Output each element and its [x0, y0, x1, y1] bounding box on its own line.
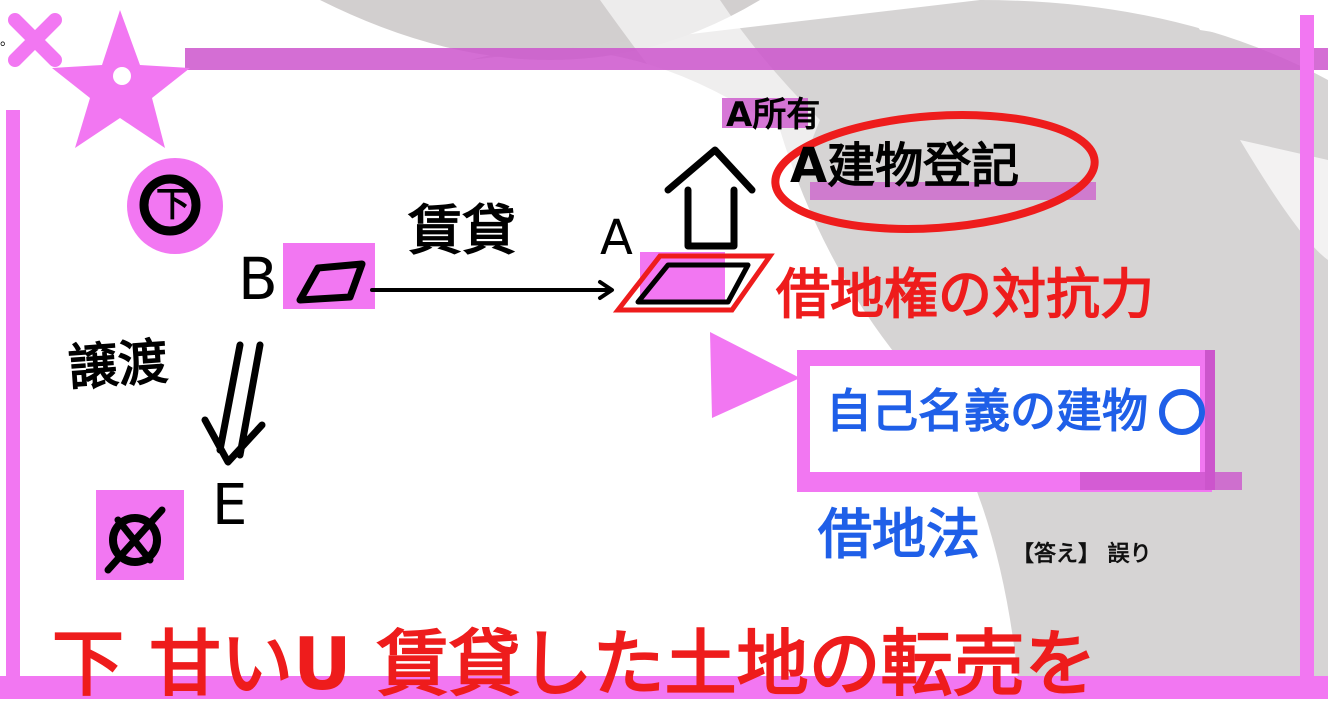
transfer-double-arrow [201, 341, 266, 466]
blue-ink [1159, 389, 1205, 435]
house-icon [664, 146, 756, 250]
a-building-registration-label: A建物登記 [790, 138, 1020, 194]
label-a: A [600, 210, 633, 266]
transfer-label: 譲渡 [66, 332, 170, 398]
a-building-registration-circle [771, 111, 1099, 233]
stray-mark: 。 [0, 33, 14, 49]
a-owned-label: A所有 [726, 95, 821, 135]
black-ink [104, 146, 756, 574]
lot-a-parallelogram [635, 262, 751, 305]
star-mark [8, 10, 190, 148]
red-ink [612, 111, 1099, 313]
lease-label: 賃貸 [408, 199, 516, 262]
leasehold-opposability-label: 借地権の対抗力 [776, 263, 1154, 326]
answer-text: 【答え】 誤り [1012, 542, 1152, 567]
label-e: E [212, 473, 248, 538]
circled-mark-ring [139, 174, 201, 236]
lot-b-parallelogram [296, 260, 366, 304]
bottom-red-note: 下 甘いU 賃貸した土地の転売を [52, 622, 1097, 706]
own-name-building-label: 自己名義の建物 [826, 384, 1148, 438]
pink-frame [0, 15, 1328, 699]
label-b: B [238, 245, 278, 313]
pink-highlights [96, 98, 1242, 580]
background-watermark [320, 0, 1328, 699]
leasehold-act-label: 借地法 [818, 503, 980, 566]
lot-a-red-outline [612, 253, 775, 313]
circled-shita-label: 下 [156, 185, 190, 225]
